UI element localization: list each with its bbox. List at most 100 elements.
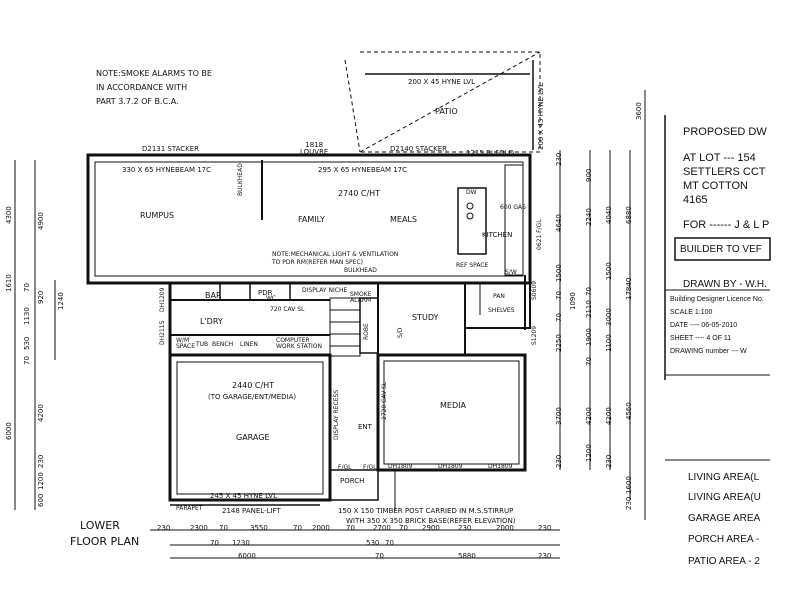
- bifold-label: 1215 BI FOLD: [466, 149, 514, 157]
- dim-bottom3-1: 6000: [238, 552, 256, 560]
- room-patio: PATIO: [435, 107, 458, 116]
- dim-left-4: 1130: [23, 307, 31, 325]
- smoke-alarm-note-1: NOTE:SMOKE ALARMS TO BE: [96, 69, 212, 78]
- dim-left-14: 600: [37, 493, 45, 507]
- dim-left-9: 1240: [57, 292, 65, 310]
- dim-right-20: 3000: [605, 308, 613, 326]
- dim-right-1: 230: [555, 152, 563, 166]
- dim-right-5: 1090: [569, 292, 577, 310]
- dim-right-17: 1200: [585, 444, 593, 462]
- area-living-upper: LIVING AREA(U: [688, 492, 761, 503]
- wc-label: WC: [266, 295, 277, 302]
- parapet-label: PARAPET: [176, 505, 203, 512]
- dim-left-12: 230: [37, 454, 45, 468]
- room-rumpus: RUMPUS: [140, 211, 175, 220]
- fgl-label-1: F/GL: [338, 464, 352, 471]
- display-recess: DISPLAY RECESS: [333, 389, 340, 440]
- dim-right-2: 4640: [555, 214, 563, 232]
- dim-bottom-4: 3550: [250, 524, 268, 532]
- kitchen-island: [457, 187, 487, 255]
- room-media: MEDIA: [440, 401, 466, 410]
- wm-space-label: W/M SPACE: [176, 337, 196, 350]
- plan-title-2: FLOOR PLAN: [70, 535, 140, 548]
- beam-meals: 295 X 65 HYNEBEAM 17C: [318, 166, 408, 174]
- bulkhead-vertical: BULKHEAD: [237, 163, 244, 196]
- linen-label: LINEN: [240, 341, 258, 348]
- dim-right-27: 3600: [635, 102, 643, 120]
- dim-right-18: 4040: [605, 206, 613, 224]
- louvre-label: 1818 LOUVRE: [300, 141, 329, 156]
- room-study: STUDY: [412, 313, 439, 322]
- dim-bottom2-4: 70: [385, 539, 394, 547]
- window-dh1809-a: DH1809: [388, 463, 413, 470]
- room-meals: MEALS: [390, 215, 417, 224]
- room-bar: BAR: [205, 291, 222, 300]
- tb-scale: SCALE 1:100: [670, 309, 713, 316]
- window-dh2115: DH2115: [159, 320, 166, 345]
- room-pan: PAN: [493, 293, 505, 300]
- tb-proposed: PROPOSED DW: [683, 126, 767, 138]
- smoke-alarm-note-2: IN ACCORDANCE WITH: [96, 83, 188, 92]
- gas-cooktop-label: 600 GAS: [500, 204, 526, 211]
- media-walls: [376, 353, 527, 472]
- dim-bottom-13: 230: [538, 524, 552, 532]
- dim-bottom3-4: 230: [538, 552, 552, 560]
- dim-right-12: 70: [585, 287, 593, 296]
- patio-beam-vertical: 200 X 45 HYNE LVL: [537, 83, 545, 150]
- computer-ws-label: COMPUTER WORK STATION: [276, 337, 322, 350]
- room-shelves: SHELVES: [488, 307, 515, 314]
- dim-right-15: 70: [585, 357, 593, 366]
- dim-right-4: 70: [555, 291, 563, 300]
- display-niche-label: DISPLAY NICHE: [302, 287, 348, 294]
- timber-post-note-2: WITH 350 X 350 BRICK BASE(REFER ELEVATIO…: [346, 517, 516, 525]
- dim-left-1: 4300: [5, 206, 13, 224]
- cav-sl-2720: 2720 CAV SL: [381, 381, 388, 420]
- dim-right-16: 4200: [585, 407, 593, 425]
- tb-date: DATE ---- 06-05-2010: [670, 322, 738, 329]
- dim-bottom-7: 70: [346, 524, 355, 532]
- area-patio: PATIO AREA - 2: [688, 556, 760, 567]
- dim-right-24: 6880: [625, 206, 633, 224]
- dim-right-7: 2250: [555, 334, 563, 352]
- fgl-vertical: 0621 F/GL: [536, 219, 543, 250]
- dim-right-11: 2240: [585, 208, 593, 226]
- dim-right-19: 1500: [605, 262, 613, 280]
- dim-right-22: 4200: [605, 407, 613, 425]
- dim-right-28: 1600: [625, 476, 633, 494]
- dim-bottom-8: 2700: [373, 524, 391, 532]
- mech-note-2: TO PDR RM(REFER MAN SPEC): [272, 259, 363, 266]
- window-s1209: S1209: [531, 325, 538, 345]
- smoke-alarm-label: SMOKE ALARM: [350, 291, 372, 304]
- bench-label: BENCH: [212, 341, 234, 348]
- dim-bottom-2: 2300: [190, 524, 208, 532]
- dim-left-7: 4900: [37, 212, 45, 230]
- dim-bottom2-2: 1230: [232, 539, 250, 547]
- sliding-door-label: S/D: [397, 327, 404, 338]
- dim-bottom-11: 230: [458, 524, 472, 532]
- window-s0609: S0609: [531, 280, 538, 300]
- beam-rumpus: 330 X 65 HYNEBEAM 17C: [122, 166, 212, 174]
- mech-note-1: NOTE:MECHANICAL LIGHT & VENTILATION: [272, 251, 399, 258]
- tb-street: SETTLERS CCT: [683, 166, 766, 178]
- dim-bottom-3: 70: [219, 524, 228, 532]
- dim-bottom3-3: 5880: [458, 552, 476, 560]
- garage-walls: [168, 353, 332, 502]
- dim-left-8: 920: [37, 290, 45, 304]
- upper-wall-outline: [86, 153, 532, 285]
- dim-left-2: 1610: [5, 274, 13, 292]
- dim-bottom-10: 2900: [422, 524, 440, 532]
- room-ref-space: REF SPACE: [456, 262, 489, 269]
- tb-licence: Building Designer Licence No.: [670, 296, 764, 303]
- dim-left-13: 1200: [37, 472, 45, 490]
- dim-bottom-6: 2000: [312, 524, 330, 532]
- plan-title-1: LOWER: [80, 519, 120, 532]
- dim-bottom-9: 70: [399, 524, 408, 532]
- dim-right-25: 17840: [625, 277, 633, 300]
- dim-right-10: 900: [585, 168, 593, 182]
- tb-sheet: SHEET ---- 4 OF 11: [670, 335, 732, 342]
- garage-beam: 245 X 45 HYNE LVL: [210, 492, 277, 500]
- ceiling-height-upper: 2740 C/HT: [338, 189, 381, 198]
- dim-right-26: 4560: [625, 402, 633, 420]
- dim-right-3: 1500: [555, 264, 563, 282]
